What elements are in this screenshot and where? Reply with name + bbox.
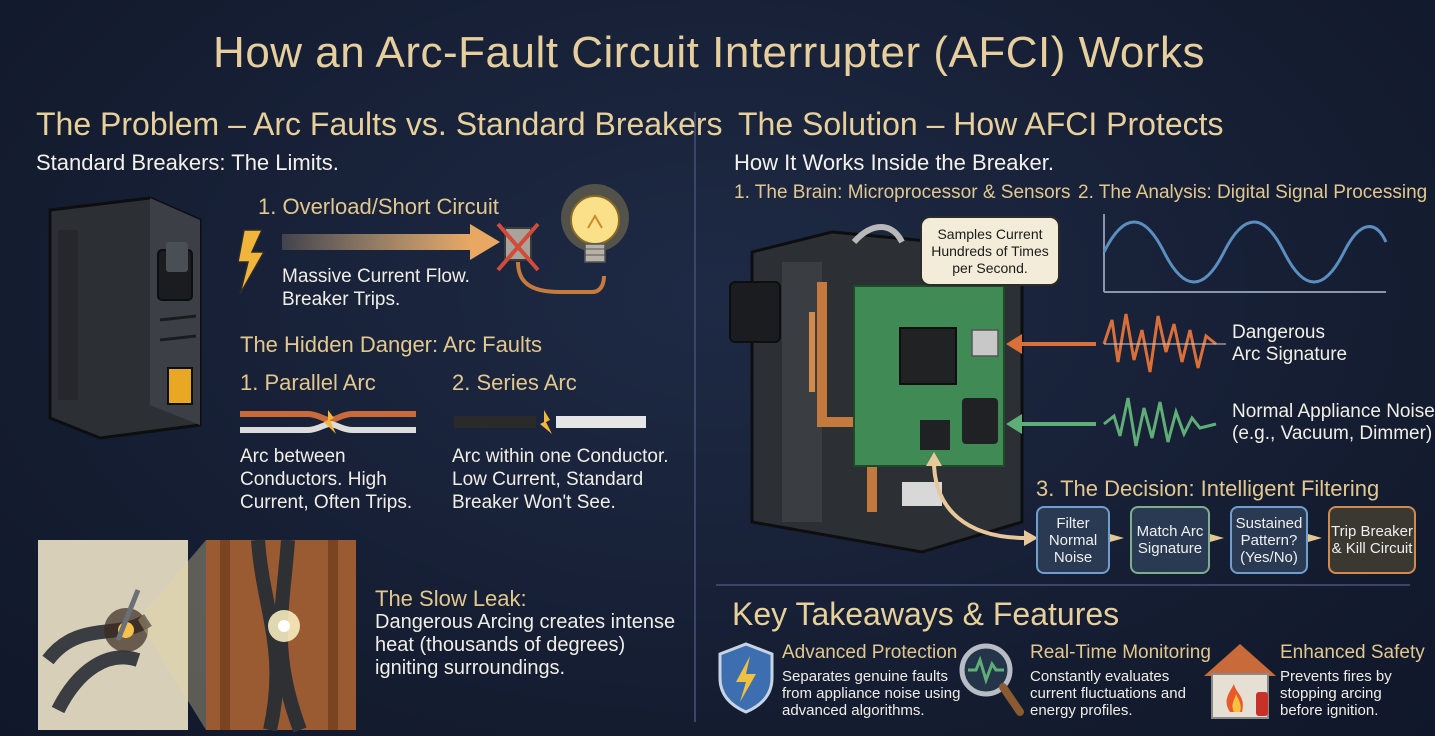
vertical-divider — [694, 112, 696, 722]
parallel-arc-title: 1. Parallel Arc — [240, 370, 376, 395]
feature-1-line-3: advanced algorithms. — [782, 702, 925, 719]
page-title: How an Arc-Fault Circuit Interrupter (AF… — [213, 28, 1205, 77]
problem-heading: The Problem – Arc Faults vs. Standard Br… — [36, 106, 723, 142]
signal-analysis-graphic — [1006, 214, 1388, 447]
step-3-line-3: (Yes/No) — [1240, 548, 1298, 566]
feature-1-line-1: Separates genuine faults — [782, 668, 948, 685]
series-arc-wire — [454, 410, 646, 434]
feature-2-line-2: current fluctuations and — [1030, 685, 1186, 702]
analysis-label: 2. The Analysis: Digital Signal Processi… — [1078, 182, 1428, 203]
lightning-icon — [237, 229, 266, 295]
arrow-icon — [1308, 534, 1322, 542]
arrow-icon — [1024, 530, 1038, 546]
light-bulb-icon — [561, 184, 629, 263]
solution-subheading: How It Works Inside the Breaker. — [734, 150, 1054, 175]
step-4-line-2: & Kill Circuit — [1331, 540, 1413, 557]
slow-leak-line-2: heat (thousands of degrees) — [375, 634, 626, 656]
horizontal-divider — [716, 584, 1410, 586]
series-line-3: Breaker Won't See. — [452, 492, 616, 513]
arrow-icon — [1006, 334, 1022, 354]
arc-signature-line-2: Arc Signature — [1232, 344, 1348, 365]
feature-3-line-1: Prevents fires by — [1280, 668, 1392, 685]
step-4-line-1: Trip Breaker — [1331, 523, 1413, 540]
overload-graphic — [237, 222, 606, 295]
arrow-icon — [1110, 534, 1124, 542]
step-arrows — [1110, 534, 1322, 542]
series-line-1: Arc within one Conductor. — [452, 446, 669, 467]
noise-wave — [1103, 397, 1217, 447]
flow-arrow-to-filter — [926, 452, 1038, 546]
noise-line-2: (e.g., Vacuum, Dimmer) — [1232, 423, 1433, 444]
series-arc-title: 2. Series Arc — [452, 370, 577, 395]
step-1-line-2: Normal — [1048, 531, 1098, 549]
sine-wave — [1102, 220, 1388, 284]
magnifier-icon — [959, 643, 1024, 716]
feature-2-line-1: Constantly evaluates — [1030, 668, 1170, 685]
feature-1-line-2: from appliance noise using — [782, 685, 961, 702]
step-1-line-1: Filter — [1056, 514, 1090, 532]
parallel-line-1: Arc between — [240, 446, 346, 467]
step-2-line-1: Match Arc — [1136, 523, 1204, 540]
noise-line-1: Normal Appliance Noise — [1232, 401, 1435, 422]
arrow-icon — [470, 224, 500, 260]
feature-3-line-3: before ignition. — [1280, 702, 1379, 719]
callout-line-3: per Second. — [952, 259, 1028, 276]
callout-line-2: Hundreds of Times — [931, 242, 1049, 259]
feature-1-title: Advanced Protection — [782, 642, 958, 663]
afci-breaker-cutaway — [729, 224, 1024, 554]
arc-signature-wave — [1102, 313, 1217, 373]
step-3-line-2: Pattern? — [1240, 531, 1298, 549]
spark-icon — [540, 410, 552, 434]
slow-leak-line-3: igniting surroundings. — [375, 657, 566, 679]
hidden-danger-heading: The Hidden Danger: Arc Faults — [240, 332, 543, 357]
spark-icon — [324, 410, 336, 434]
solution-heading: The Solution – How AFCI Protects — [738, 106, 1224, 142]
slow-leak-illustration — [38, 539, 356, 733]
series-line-2: Low Current, Standard — [452, 469, 644, 490]
callout-line-1: Samples Current — [937, 225, 1043, 242]
step-1-line-3: Noise — [1053, 548, 1093, 566]
takeaways-heading: Key Takeaways & Features — [732, 596, 1120, 632]
feature-2-line-3: energy profiles. — [1030, 702, 1133, 719]
slow-leak-line-1: Dangerous Arcing creates intense — [375, 611, 676, 633]
arrow-icon — [926, 452, 942, 466]
overload-text-2: Breaker Trips. — [282, 289, 401, 310]
parallel-line-3: Current, Often Trips. — [240, 492, 413, 513]
problem-subheading: Standard Breakers: The Limits. — [36, 150, 339, 175]
parallel-arc-wires — [240, 410, 416, 434]
sampling-callout: Samples Current Hundreds of Times per Se… — [920, 216, 1060, 286]
arrow-icon — [1210, 534, 1224, 542]
arrow-icon — [1006, 414, 1022, 434]
step-trip-breaker: Trip Breaker& Kill Circuit — [1328, 506, 1416, 574]
feature-2-title: Real-Time Monitoring — [1030, 642, 1211, 663]
feature-3-title: Enhanced Safety — [1280, 642, 1425, 663]
step-2-line-2: Signature — [1137, 540, 1203, 557]
decision-label: 3. The Decision: Intelligent Filtering — [1036, 476, 1380, 501]
parallel-line-2: Conductors. High — [240, 469, 387, 490]
house-fire-icon — [1204, 644, 1276, 719]
shield-icon — [718, 642, 774, 714]
arc-signature-line-1: Dangerous — [1232, 322, 1325, 343]
overload-text-1: Massive Current Flow. — [282, 266, 470, 287]
feature-3-line-2: stopping arcing — [1280, 685, 1382, 702]
overload-title: 1. Overload/Short Circuit — [258, 194, 499, 219]
step-3-line-1: Sustained — [1235, 514, 1303, 532]
brain-label: 1. The Brain: Microprocessor & Sensors — [734, 182, 1071, 203]
standard-breaker-illustration — [48, 196, 202, 440]
slow-leak-title: The Slow Leak: — [375, 586, 527, 611]
